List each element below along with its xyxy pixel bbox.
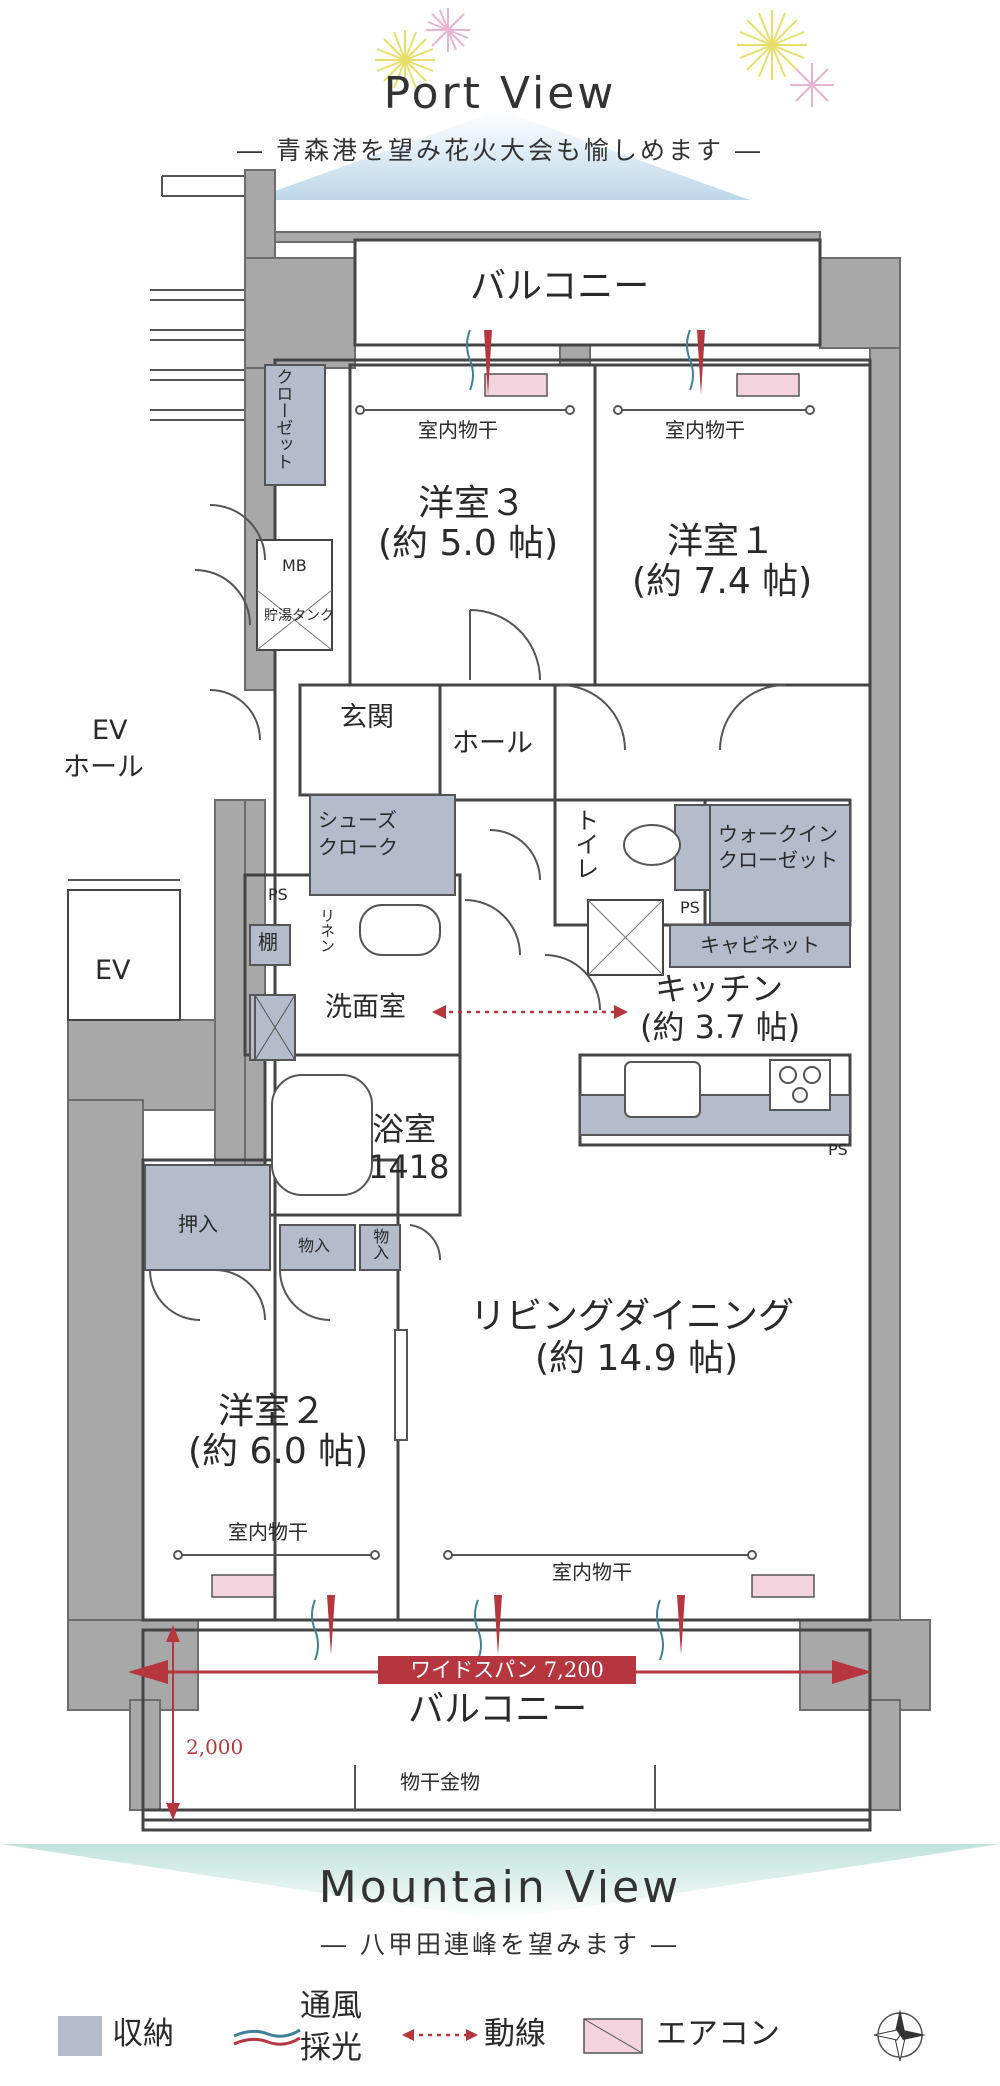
ev-hall-label-1: EV bbox=[92, 715, 128, 746]
compass-icon bbox=[873, 2009, 926, 2062]
balcony-top-label: バルコニー bbox=[470, 266, 650, 307]
mountain-view-title: Mountain View bbox=[318, 1862, 682, 1913]
western3-size: (約 5.0 帖) bbox=[378, 523, 559, 564]
legend-ventilation-label-2: 採光 bbox=[300, 2030, 362, 2066]
indoor-dry-label-4: 室内物干 bbox=[552, 1560, 632, 1584]
legend-ventilation-label-1: 通風 bbox=[300, 1988, 362, 2024]
entrance-label: 玄関 bbox=[340, 702, 394, 733]
mountain-view-subtitle: ― 八甲田連峰を望みます ― bbox=[321, 1930, 679, 1959]
mb-label: MB bbox=[282, 556, 307, 575]
indoor-dry-label-1: 室内物干 bbox=[418, 418, 498, 442]
drying-fixture-label: 物干金物 bbox=[400, 1770, 480, 1794]
storage-label-b: 物入 bbox=[370, 1228, 390, 1260]
toilet-label: トイレ bbox=[570, 808, 599, 880]
washroom-label: 洗面室 bbox=[325, 992, 406, 1023]
bath-name: 浴室 bbox=[372, 1110, 437, 1148]
western2-size: (約 6.0 帖) bbox=[188, 1431, 369, 1472]
ps-label-2: PS bbox=[680, 898, 700, 917]
storage-label-a: 物入 bbox=[298, 1236, 331, 1255]
ps-label-3: PS bbox=[828, 1140, 848, 1159]
linen-label: リネン bbox=[318, 908, 336, 953]
hot-water-tank-label: 貯湯タンク bbox=[264, 608, 334, 624]
indoor-dry-label-2: 室内物干 bbox=[665, 418, 745, 442]
western1-name: 洋室１ bbox=[667, 521, 776, 562]
legend-storage-swatch bbox=[58, 2016, 102, 2056]
closet-vertical-label: クローゼット bbox=[272, 368, 293, 470]
walkin-label-2: クローゼット bbox=[718, 848, 838, 872]
western2-name: 洋室２ bbox=[218, 1391, 327, 1432]
legend-ventilation-icon bbox=[233, 2028, 301, 2046]
kitchen-name: キッチン bbox=[655, 970, 784, 1008]
shoes-label-2: クローク bbox=[318, 835, 398, 859]
living-name: リビングダイニング bbox=[470, 1296, 795, 1337]
balcony-depth-label: 2,000 bbox=[186, 1735, 244, 1759]
ev-hall-label-2: ホール bbox=[63, 752, 144, 783]
port-view-graphic bbox=[250, 8, 834, 200]
hall-label: ホール bbox=[452, 728, 533, 759]
ev-label: EV bbox=[95, 955, 131, 986]
kitchen-size: (約 3.7 帖) bbox=[640, 1008, 801, 1046]
western1-size: (約 7.4 帖) bbox=[632, 561, 813, 602]
mountain-view-graphic bbox=[0, 1844, 1000, 1920]
ps-label-1: PS bbox=[268, 885, 288, 904]
port-view-title: Port View bbox=[383, 68, 617, 119]
shoes-label-1: シューズ bbox=[318, 808, 397, 832]
wide-span-label: ワイドスパン 7,200 bbox=[378, 1656, 636, 1684]
legend-storage-label: 収納 bbox=[112, 2016, 174, 2052]
legend-aircon-swatch bbox=[583, 2018, 643, 2054]
legend-aircon-label: エアコン bbox=[656, 2016, 780, 2052]
balcony-bottom-label: バルコニー bbox=[408, 1689, 588, 1730]
fireworks-icon bbox=[375, 8, 834, 107]
living-size: (約 14.9 帖) bbox=[535, 1338, 739, 1379]
western3-name: 洋室３ bbox=[418, 483, 527, 524]
indoor-dry-label-3: 室内物干 bbox=[228, 1520, 308, 1544]
legend-flow-icon bbox=[402, 2029, 478, 2041]
port-view-subtitle: ― 青森港を望み花火大会も愉しめます ― bbox=[237, 136, 763, 165]
bath-size: 1418 bbox=[368, 1148, 450, 1186]
legend-flow-label: 動線 bbox=[484, 2016, 546, 2052]
shelf-label: 棚 bbox=[258, 930, 278, 954]
oshiire-label: 押入 bbox=[178, 1212, 218, 1236]
cabinet-label: キャビネット bbox=[700, 933, 820, 957]
walkin-label-1: ウォークイン bbox=[718, 822, 838, 846]
